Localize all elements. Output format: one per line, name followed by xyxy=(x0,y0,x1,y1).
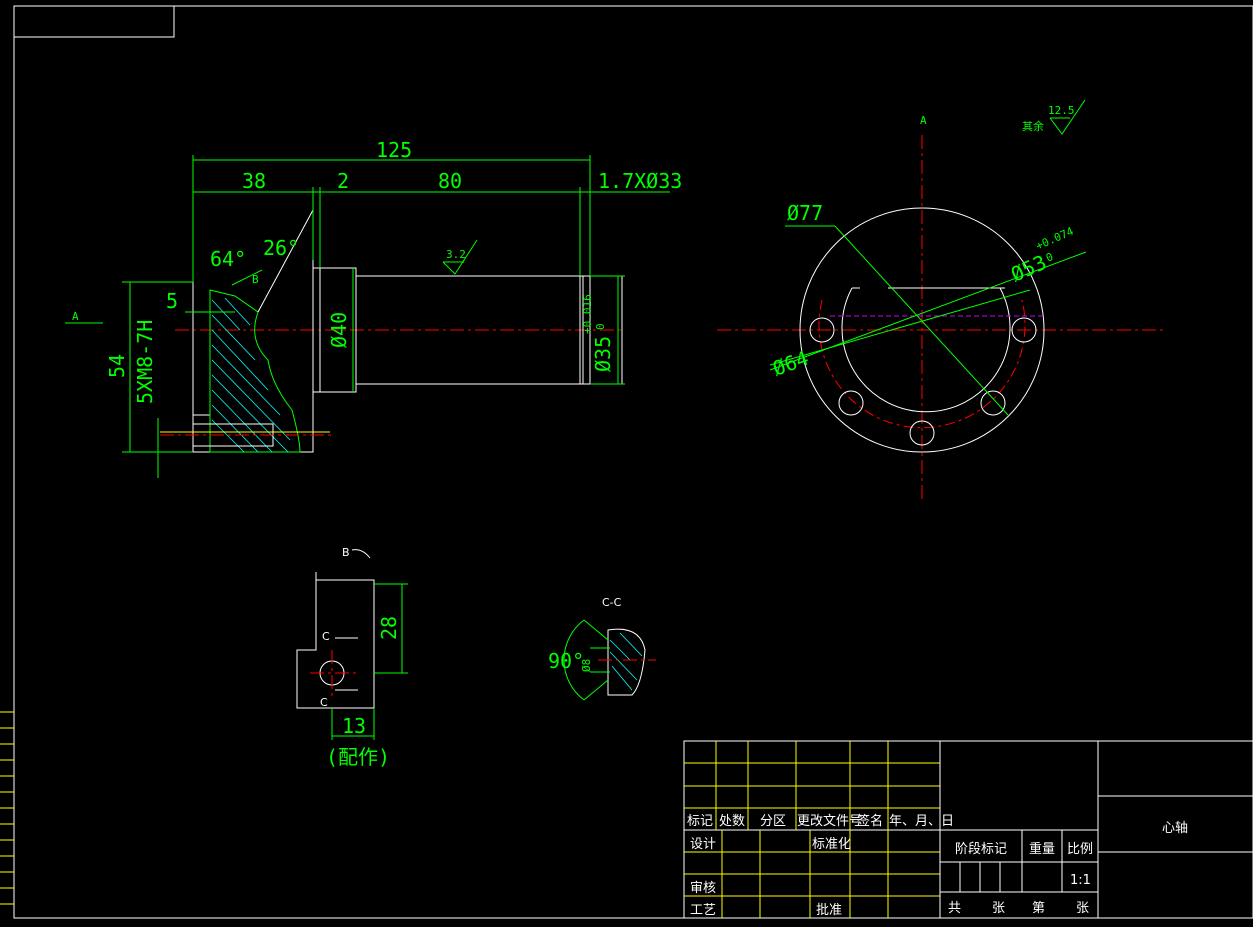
cut-c1: C xyxy=(322,630,330,643)
dim-5: 5 xyxy=(166,289,178,313)
tb-page: 第 xyxy=(1032,901,1045,916)
dim-tol35-up: +0.016 xyxy=(581,294,594,334)
tb-stage: 阶段标记 xyxy=(955,842,1007,857)
dim-angle-26: 26° xyxy=(263,236,299,260)
dim-dia40: Ø40 xyxy=(327,312,351,348)
dim-dia53: Ø53 xyxy=(1007,250,1050,287)
dim-90: 90° xyxy=(548,649,584,673)
tb-scale-val: 1:1 xyxy=(1070,873,1091,888)
rev-header-5: 年、月、日 xyxy=(889,814,954,829)
view-b-note: (配作) xyxy=(326,745,390,769)
view-b: B C C 28 13 (配作) xyxy=(296,546,408,769)
tb-review: 审核 xyxy=(690,881,716,896)
tb-sheets: 张 xyxy=(992,901,1005,916)
dim-tol35-lo: 0 xyxy=(594,323,607,330)
drawing-border xyxy=(13,5,1253,919)
tb-sheet2: 张 xyxy=(1076,901,1089,916)
revision-grid xyxy=(684,741,940,918)
tb-weight: 重量 xyxy=(1029,841,1055,857)
hatch-lines xyxy=(211,297,291,453)
section-cc: C-C 90° Ø8 xyxy=(548,596,656,701)
section-cc-label: C-C xyxy=(602,596,622,609)
title-block: 标记 处数 分区 更改文件号 签名 年、月、日 设计 标准化 审核 工艺 批准 … xyxy=(683,740,1253,919)
label-b: B xyxy=(252,273,259,286)
rough-other: 其余 xyxy=(1022,119,1044,133)
dim-tol53-lo: 0 xyxy=(1044,250,1055,265)
bolt-hole-5 xyxy=(909,420,935,446)
rev-header-4: 签名 xyxy=(857,813,883,829)
rev-header-3: 更改文件号 xyxy=(797,814,862,829)
main-view: 125 38 2 80 1.7XØ33 64° 26° B A 5 54 5XM… xyxy=(65,138,682,478)
dim-dia35: Ø35 xyxy=(591,336,615,372)
label-a: A xyxy=(72,310,79,323)
dim-tol53-up: +0.074 xyxy=(1034,225,1076,253)
end-view: A 其余 12.5 Ø77 Ø53 +0.074 0 Ø64 xyxy=(717,99,1165,502)
rough-3-2: 3.2 xyxy=(446,248,466,261)
dim-dia64: Ø64 xyxy=(770,346,812,381)
bolt-hole-2 xyxy=(1011,317,1037,343)
rev-header-0: 标记 xyxy=(687,814,713,829)
bolt-hole-3 xyxy=(838,390,864,416)
dim-angle-64: 64° xyxy=(210,247,246,271)
flange-section xyxy=(209,289,301,453)
dim-2: 2 xyxy=(337,169,349,193)
tb-approve: 批准 xyxy=(816,903,842,918)
dim-13: 13 xyxy=(342,714,366,738)
dim-54: 54 xyxy=(105,354,129,378)
bolt-hole-4 xyxy=(980,390,1006,416)
tb-part-name: 心轴 xyxy=(1162,821,1188,836)
left-margin-ticks xyxy=(0,711,14,905)
tb-process: 工艺 xyxy=(690,903,716,918)
dim-dia8: Ø8 xyxy=(580,659,593,672)
outer-circle xyxy=(799,207,1045,453)
dim-dia77: Ø77 xyxy=(787,201,823,225)
end-view-label-a: A xyxy=(920,114,927,127)
tb-design: 设计 xyxy=(690,837,716,852)
rev-header-1: 处数 xyxy=(719,814,745,829)
dim-thread: 5XM8-7H xyxy=(133,320,157,404)
rev-header-2: 分区 xyxy=(760,814,786,829)
dim-80: 80 xyxy=(438,169,462,193)
dim-28: 28 xyxy=(377,616,401,640)
view-b-label: B xyxy=(342,546,350,559)
corner-label-box xyxy=(13,5,175,38)
dim-groove: 1.7XØ33 xyxy=(598,169,682,193)
cut-c2: C xyxy=(320,696,328,709)
tb-total: 共 xyxy=(948,901,961,916)
dim-overall: 125 xyxy=(376,138,412,162)
bolt-hole-1 xyxy=(809,317,835,343)
rough-other-val: 12.5 xyxy=(1048,104,1075,117)
dim-38: 38 xyxy=(242,169,266,193)
tb-scale: 比例 xyxy=(1067,842,1093,857)
tb-standard: 标准化 xyxy=(812,837,851,852)
